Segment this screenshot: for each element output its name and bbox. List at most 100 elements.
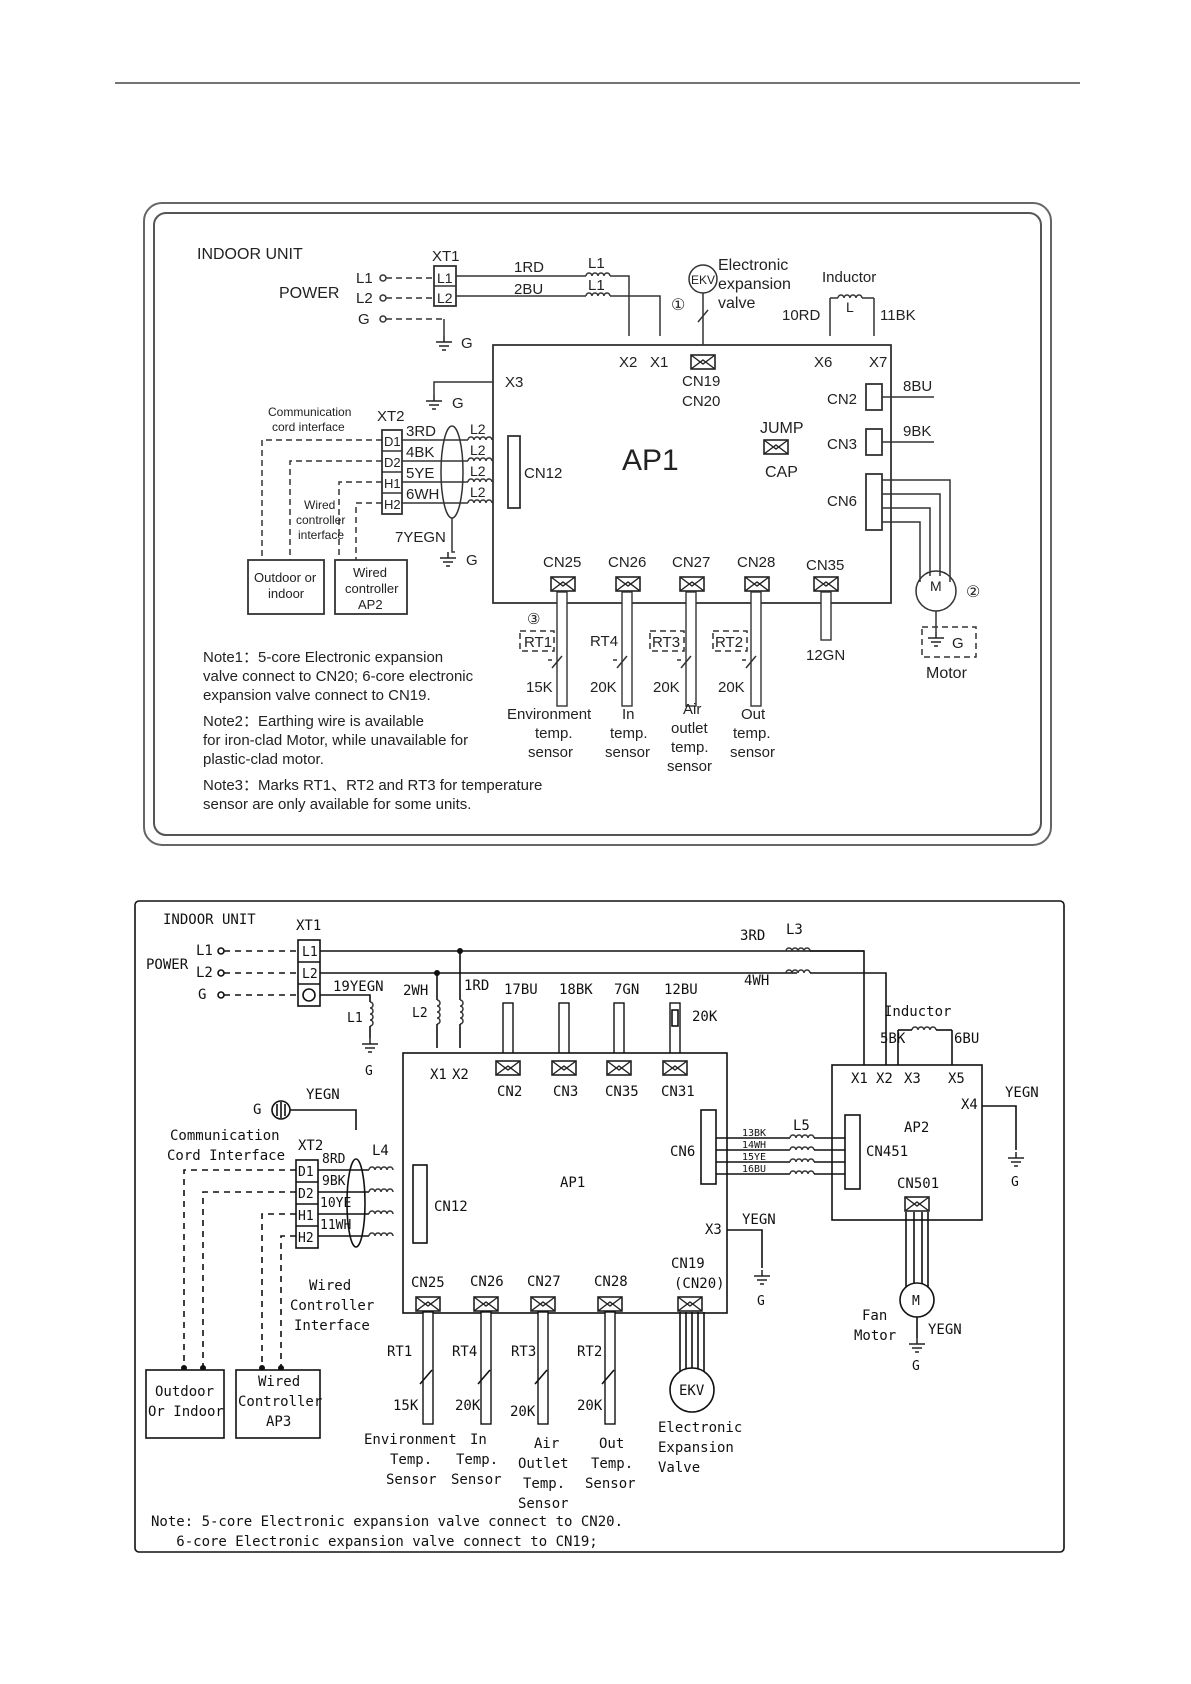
label-diagram1-notes-4: for iron-clad Motor, while unavailable f… [203,732,468,749]
label-diagram1-mark3: ③ [527,611,540,628]
label-diagram1-g4: G [952,635,964,652]
d1-ap1-board [492,344,892,604]
label-diagram2-sens-air-0: Air [534,1436,559,1452]
label-diagram2-sens-air-3: Sensor [518,1496,569,1512]
label-diagram2-ap2-x5: X5 [948,1071,965,1087]
label-diagram2-coil-l5: L5 [793,1118,810,1134]
label-diagram1-rt2: RT2 [715,634,743,651]
label-diagram1-xt2: XT2 [377,408,405,425]
label-diagram1-sens-env-1: temp. [535,725,573,742]
label-diagram1-rt4: RT4 [590,633,618,650]
label-diagram1-cn2: CN2 [827,391,857,408]
label-diagram2-sens-air-2: Temp. [523,1476,565,1492]
label-diagram2-ap2: AP2 [904,1120,929,1136]
d1-g: G [358,311,370,328]
label-diagram2-w18bk: 18BK [559,982,593,998]
label-diagram2-cn26: CN26 [470,1274,504,1290]
d2-ap1-label: AP1 [560,1175,585,1191]
label-diagram1-r20k-c: 20K [718,679,745,696]
label-diagram1-sens-air-2: temp. [671,739,709,756]
label-diagram1-d2: D2 [384,455,401,470]
label-diagram2-cn31: CN31 [661,1084,695,1100]
label-diagram1-w6wh: 6WH [406,486,439,503]
label-diagram1-sens-in-2: sensor [605,744,650,761]
label-diagram2-xt1: XT1 [296,918,321,934]
label-diagram1-cn20: CN20 [682,393,720,410]
label-diagram2-x3: X3 [705,1222,722,1238]
label-diagram1-w10rd: 10RD [782,307,821,324]
label-diagram1-cn26: CN26 [608,554,646,571]
label-diagram2-yegn-fan: YEGN [928,1322,962,1338]
label-diagram2-xt1-l2: L2 [302,967,318,982]
d1-g-power: G [461,335,473,352]
label-diagram2-r20k-b: 20K [510,1404,536,1420]
label-diagram2-g-x3: G [757,1294,765,1309]
d1-notes: Note1：5-core Electronic expansion valve … [203,649,542,813]
label-diagram2-outdoor-0: Outdoor [155,1384,214,1400]
label-diagram2-w17bu: 17BU [504,982,538,998]
label-diagram2-sens-out-1: Temp. [591,1456,633,1472]
label-diagram1-wired-2: interface [298,528,344,542]
label-diagram1-coil-l1a: L1 [588,255,605,272]
label-diagram1-sens-out-0: Out [741,706,766,723]
label-diagram2-cn35: CN35 [605,1084,639,1100]
label-diagram1-r20k-a: 20K [590,679,617,696]
label-diagram1-sens-in-1: temp. [610,725,648,742]
label-diagram2-ap2-x4: X4 [961,1097,978,1113]
label-diagram1-l2-coils-1: L2 [470,442,486,458]
label-diagram2-g-l1: G [365,1064,373,1079]
label-diagram2-fan-motor-1: Motor [854,1328,896,1344]
label-diagram2-sens-air-1: Outlet [518,1456,569,1472]
label-diagram1-wired-0: Wired [304,498,335,512]
label-diagram1-x1: X1 [650,354,668,371]
label-diagram1-ekv-label-1: expansion [718,276,791,293]
d1-ekv: EKV [691,273,715,287]
d1-inductor: Inductor [822,269,876,286]
label-diagram2-w13bk: 13BK [742,1128,766,1139]
d1-motor-label: Motor [926,665,968,682]
label-diagram1-x2: X2 [619,354,637,371]
label-diagram2-w14wh: 14WH [742,1140,766,1151]
diagram-1: INDOOR UNIT POWER L1 L2 G G XT1 L1 L2 1R… [143,202,1052,846]
label-diagram1-notes-5: plastic-clad motor. [203,751,324,768]
label-diagram1-coil-l1b: L1 [588,277,605,294]
label-diagram2-cn25: CN25 [411,1275,445,1291]
label-diagram2-cn27: CN27 [527,1274,561,1290]
label-diagram2-r20k-c: 20K [577,1398,603,1414]
label-diagram2-w8rd: 8RD [322,1152,346,1167]
label-diagram1-jump: JUMP [760,420,804,437]
label-diagram1-sens-air-0: Air [683,701,701,718]
label-diagram1-xt1-l2: L2 [437,290,453,306]
label-diagram2-cn501: CN501 [897,1176,939,1192]
label-diagram2-wiredap3-1: Controller [238,1394,322,1410]
label-diagram2-cn3: CN3 [553,1084,578,1100]
label-diagram2-ap2-x2: X2 [876,1071,893,1087]
label-diagram1-g3: G [452,395,464,412]
label-diagram1-sens-in-0: In [622,706,635,723]
label-diagram2-w6bu: 6BU [954,1031,979,1047]
label-diagram2-cn2: CN2 [497,1084,522,1100]
label-diagram2-w19yegn: 19YEGN [333,979,384,995]
label-diagram2-sens-out-0: Out [599,1436,624,1452]
label-diagram2-g: G [198,987,206,1003]
label-diagram2-comm-1: Cord Interface [167,1148,285,1164]
label-diagram2-cn6: CN6 [670,1144,695,1160]
label-diagram2-ekv-label-2: Valve [658,1460,700,1476]
label-diagram2-w12bu: 12BU [664,982,698,998]
label-diagram2-l1: L1 [196,943,213,959]
d1-wire-2bu: 2BU [514,281,543,298]
label-diagram1-wiredap2-0: Wired [353,565,387,580]
label-diagram2-sens-env-0: Environment [364,1432,457,1448]
label-diagram1-wiredap2-1: controller [345,581,399,596]
label-diagram2-coil-l1: L1 [347,1011,363,1026]
label-diagram2-w11wh: 11WH [320,1218,351,1233]
label-diagram2-w2wh: 2WH [403,983,428,999]
label-diagram2-w7gn: 7GN [614,982,639,998]
d1-ap1-label: AP1 [622,444,679,477]
label-diagram1-x7: X7 [869,354,887,371]
d1-l2: L2 [356,290,373,307]
label-diagram2-w16bu: 16BU [742,1164,766,1175]
label-diagram2-yegn-left: YEGN [306,1087,340,1103]
label-diagram1-mark1: ① [671,297,685,314]
